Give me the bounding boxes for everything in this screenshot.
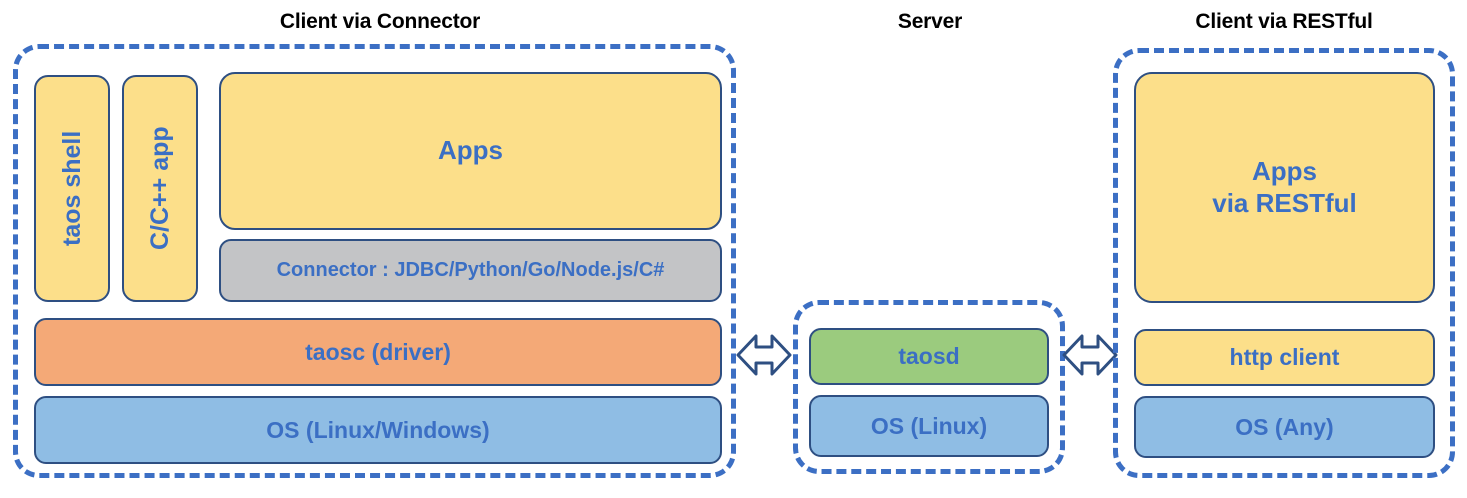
double-headed-arrow-icon-right: [1062, 334, 1118, 376]
panel-title-client-restful: Client via RESTful: [1195, 10, 1373, 33]
double-headed-arrow-icon-left: [736, 334, 792, 376]
box-apps-via-restful[interactable]: Apps via RESTful: [1134, 72, 1435, 303]
box-taos-shell[interactable]: taos shell: [34, 75, 110, 302]
panel-server: [793, 300, 1065, 474]
box-os-any[interactable]: OS (Any): [1134, 396, 1435, 458]
box-connector[interactable]: Connector : JDBC/Python/Go/Node.js/C#: [219, 239, 722, 302]
box-apps-via-restful-line1: Apps: [1252, 155, 1317, 186]
box-os-linux[interactable]: OS (Linux): [809, 395, 1049, 457]
box-os-linux-windows[interactable]: OS (Linux/Windows): [34, 396, 722, 464]
box-apps[interactable]: Apps: [219, 72, 722, 230]
panel-client-restful: [1113, 48, 1455, 478]
panel-title-client-connector: Client via Connector: [279, 10, 481, 33]
box-taosd[interactable]: taosd: [809, 328, 1049, 385]
box-taosc-driver[interactable]: taosc (driver): [34, 318, 722, 386]
panel-title-server: Server: [897, 10, 963, 33]
panel-client-connector: [13, 44, 736, 478]
box-apps-via-restful-line2: via RESTful: [1212, 187, 1357, 218]
box-http-client[interactable]: http client: [1134, 329, 1435, 386]
box-c-cpp-app[interactable]: C/C++ app: [122, 75, 198, 302]
